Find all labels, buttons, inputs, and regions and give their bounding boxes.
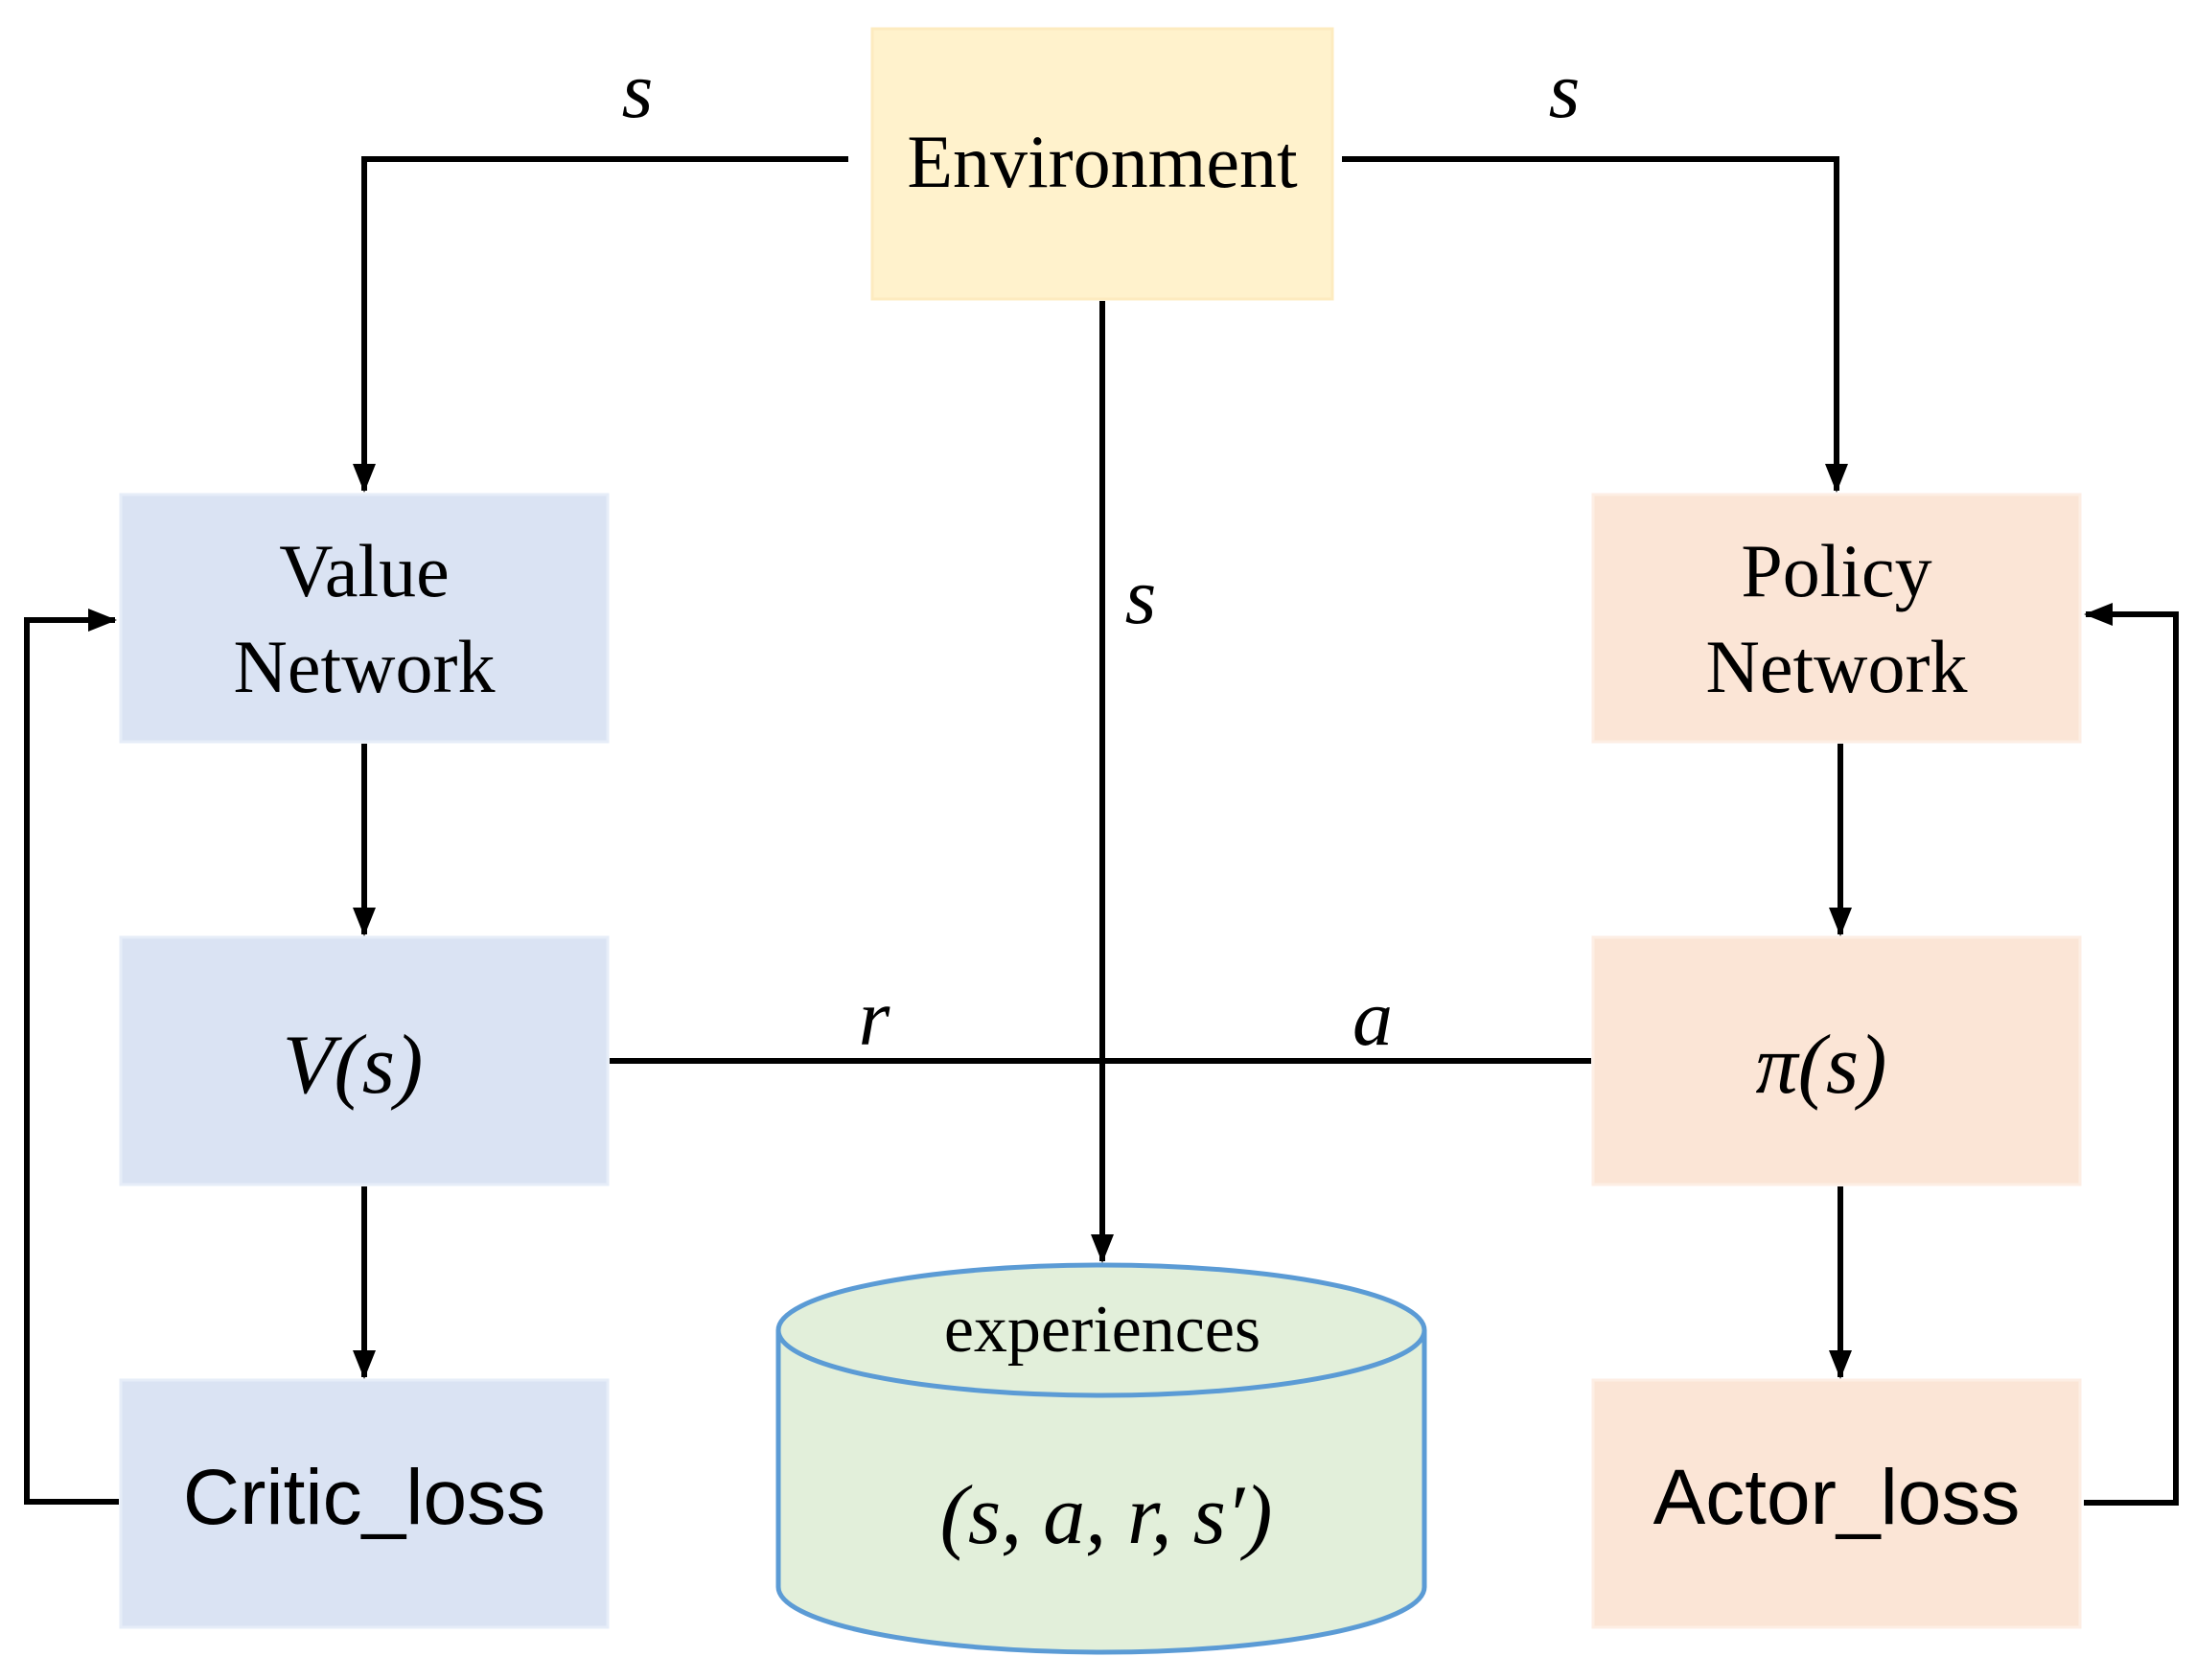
actor-loss-box <box>1591 1378 2082 1629</box>
value-network-node: Value Network <box>119 493 610 744</box>
experiences-cylinder-body <box>775 1330 1427 1655</box>
policy-output-label: π(s) <box>1756 1019 1887 1112</box>
actor-loss-label: Actor_loss <box>1653 1454 2021 1541</box>
policy-network-label-line2: Network <box>1706 625 1968 708</box>
value-output-box <box>119 935 610 1186</box>
experiences-cylinder-top <box>775 1262 1427 1398</box>
critic-loss-box <box>119 1378 610 1629</box>
edge-label-reward: r <box>859 974 890 1063</box>
experiences-title: experiences <box>944 1293 1260 1367</box>
edge-label-env-to-policy: s <box>1549 46 1581 135</box>
value-network-label-line1: Value <box>279 529 450 612</box>
edge-labels: s s s r a <box>622 46 1581 1063</box>
edge-actor-feedback <box>2084 603 2179 1506</box>
environment-box <box>870 27 1334 301</box>
edges <box>24 156 2179 1506</box>
policy-output-node: π(s) <box>1591 935 2082 1186</box>
edge-label-action: a <box>1352 974 1393 1063</box>
edge-label-env-to-value: s <box>622 46 654 135</box>
environment-node: Environment <box>870 27 1334 301</box>
edge-label-env-to-experiences: s <box>1125 552 1157 641</box>
edge-critic-feedback <box>24 609 119 1505</box>
critic-loss-label: Critic_loss <box>183 1454 545 1541</box>
experiences-store: experiences (s, a, r, s′) <box>775 1262 1427 1655</box>
policy-network-box <box>1591 493 2082 744</box>
environment-label: Environment <box>907 120 1298 203</box>
edge-env-to-value <box>353 156 848 493</box>
value-network-label-line2: Network <box>234 625 496 708</box>
critic-loss-node: Critic_loss <box>119 1378 610 1629</box>
policy-network-label-line1: Policy <box>1741 529 1931 612</box>
edge-env-to-policy <box>1342 156 1848 493</box>
policy-output-box <box>1591 935 2082 1186</box>
experiences-tuple: (s, a, r, s′) <box>940 1469 1273 1562</box>
actor-loss-node: Actor_loss <box>1591 1378 2082 1629</box>
value-network-box <box>119 493 610 744</box>
value-output-label: V(s) <box>283 1019 424 1112</box>
policy-network-node: Policy Network <box>1591 493 2082 744</box>
value-output-node: V(s) <box>119 935 610 1186</box>
